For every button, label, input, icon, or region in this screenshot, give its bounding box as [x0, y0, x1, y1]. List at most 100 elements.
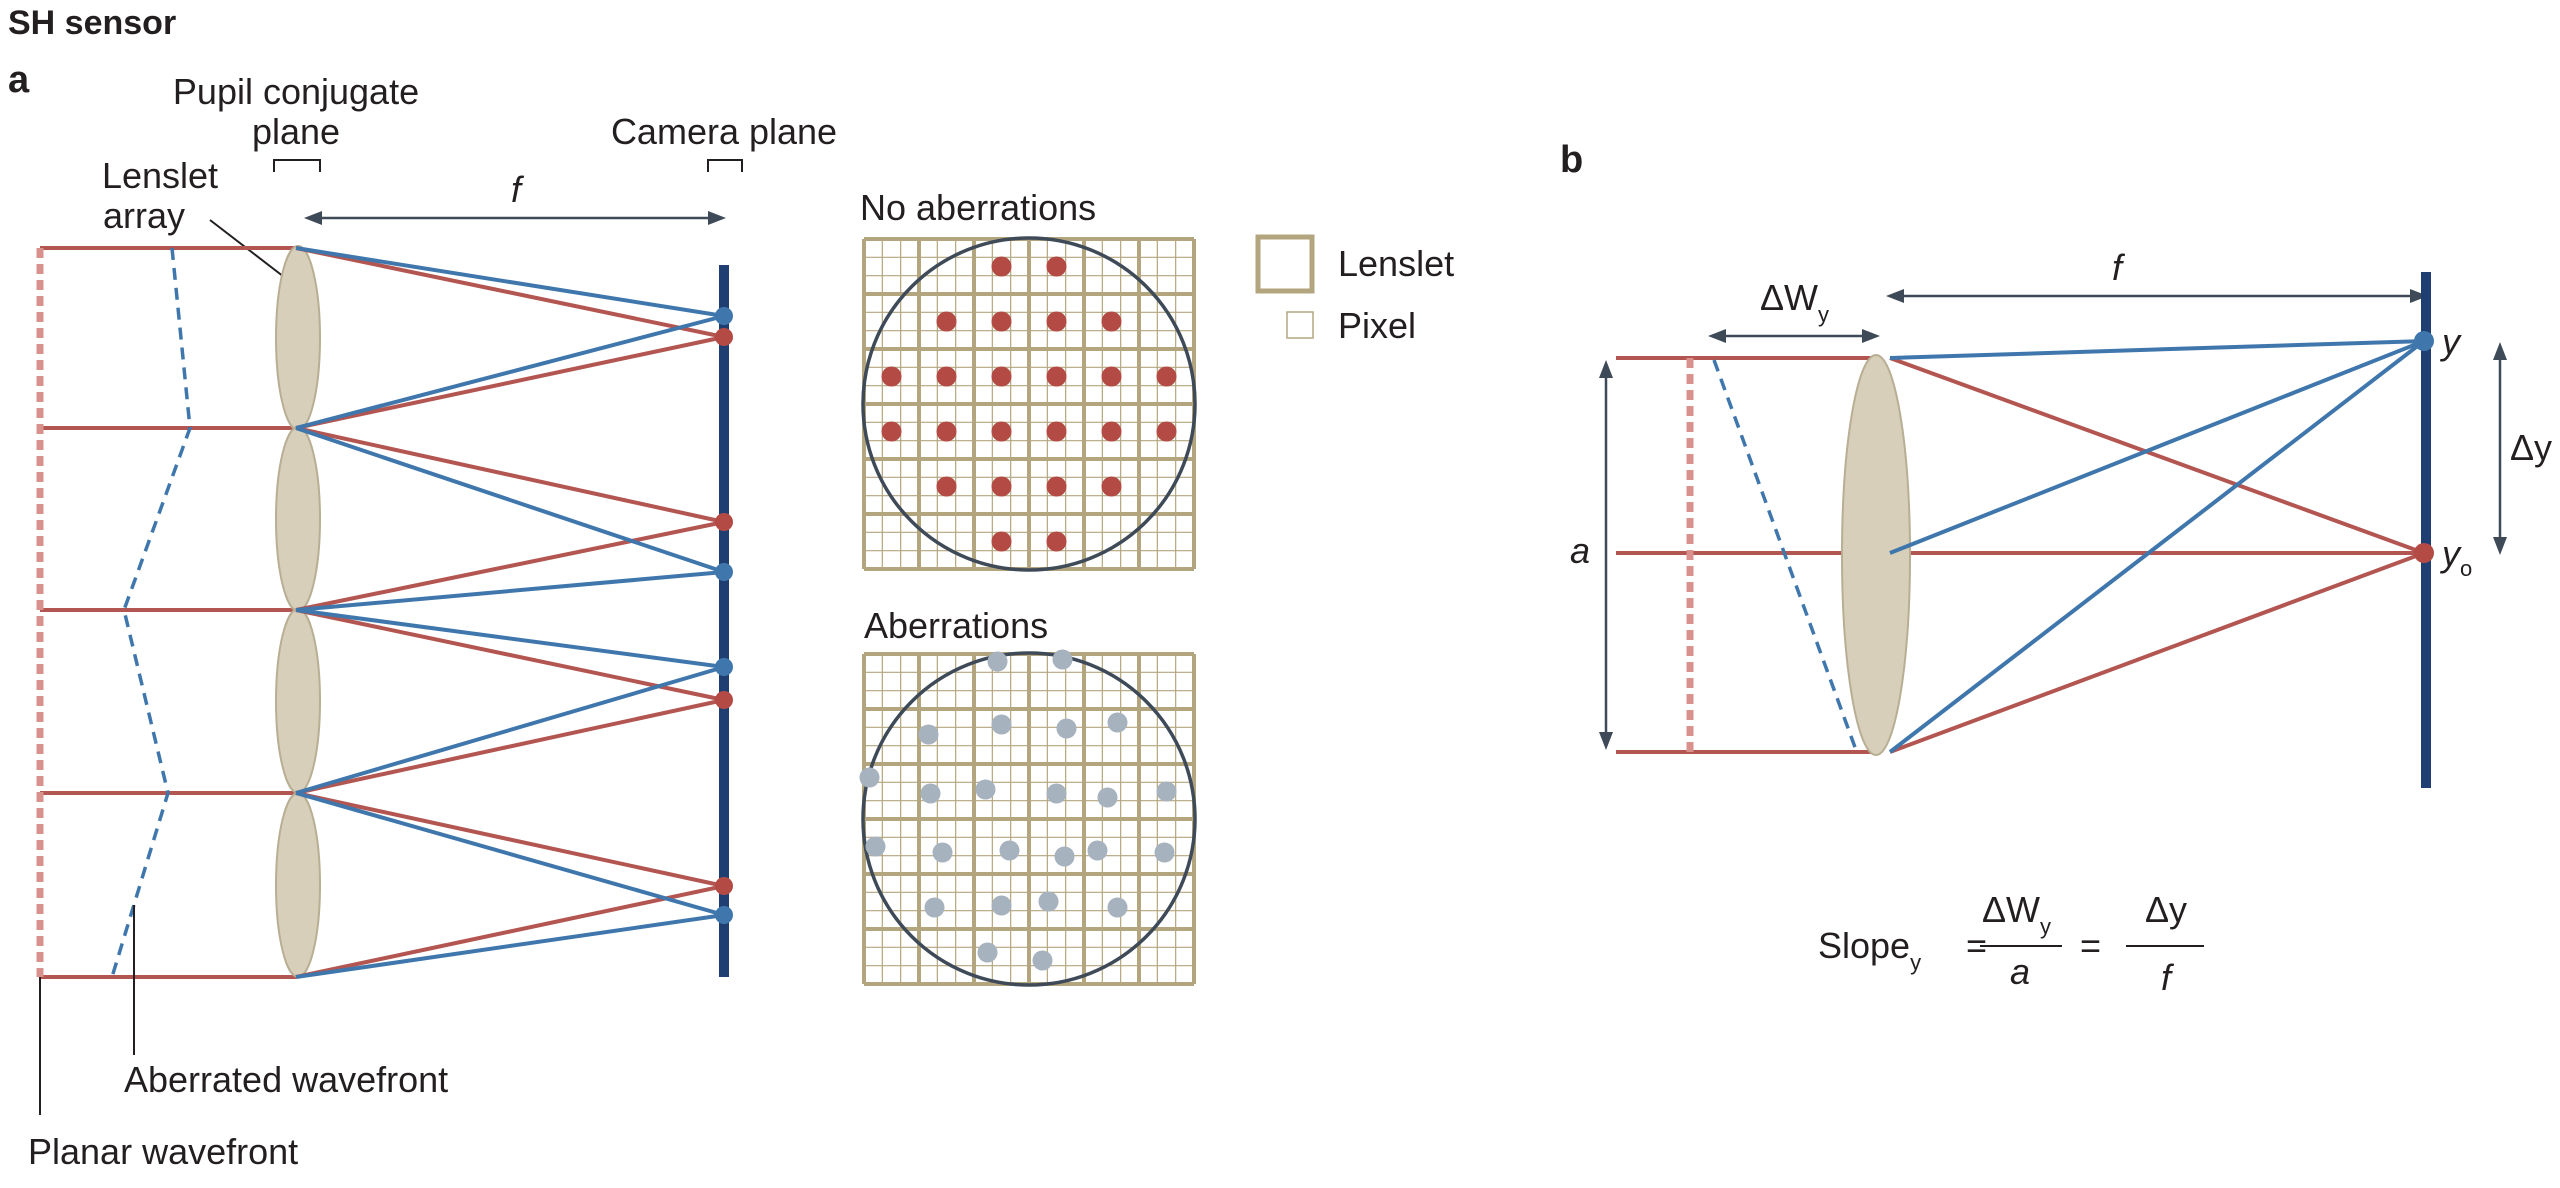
fraction2-denominator: f	[2161, 957, 2175, 998]
spot-grid-aberrations	[859, 649, 1197, 987]
spot	[1032, 950, 1053, 971]
spot	[991, 714, 1012, 735]
spot	[1156, 366, 1177, 387]
lenslet-array	[275, 245, 321, 978]
spot	[918, 724, 939, 745]
legend: Lenslet Pixel	[1255, 234, 1454, 346]
legend-lenslet-swatch	[1255, 234, 1315, 294]
aberrated-wavefront-label: Aberrated wavefront	[124, 1059, 448, 1100]
spot	[881, 421, 902, 442]
delta-w-label: ΔWy	[1760, 277, 1829, 327]
lenslet	[275, 792, 321, 978]
panel-b: b ΔWy f a	[1560, 139, 2552, 998]
delta-y-arrow	[2493, 342, 2507, 555]
spot	[1154, 842, 1175, 863]
panel-a: a Pupil conjugate plane Camera plane Len…	[8, 59, 1454, 1172]
planar-rays-b	[1889, 356, 2425, 754]
delta-y-label: Δy	[2510, 427, 2552, 468]
pupil-circle	[861, 651, 1197, 987]
incoming-rays-b	[1616, 356, 2424, 754]
spot	[991, 311, 1012, 332]
spot	[977, 942, 998, 963]
fraction2-numerator: Δy	[2145, 889, 2187, 930]
pupil-circle	[861, 236, 1197, 572]
focal-spot	[715, 513, 733, 531]
spot	[1046, 311, 1067, 332]
spot	[1087, 840, 1108, 861]
panel-a-label: a	[8, 59, 30, 101]
legend-pixel-label: Pixel	[1338, 305, 1416, 346]
spot	[936, 366, 957, 387]
spot	[920, 783, 941, 804]
focal-length-label-b: f	[2112, 247, 2126, 288]
a-arrow	[1599, 360, 1613, 750]
aberrations-title: Aberrations	[864, 605, 1048, 646]
focal-spot	[715, 307, 733, 325]
spot	[991, 895, 1012, 916]
focal-spot	[715, 563, 733, 581]
focal-spot	[715, 906, 733, 924]
spot	[1101, 476, 1122, 497]
spot	[1056, 718, 1077, 739]
a-label: a	[1570, 530, 1590, 571]
figure-title: SH sensor	[8, 4, 176, 42]
spot	[1046, 476, 1067, 497]
spot	[1052, 649, 1073, 670]
focal-spot	[715, 877, 733, 895]
camera-plane-label: Camera plane	[611, 111, 837, 152]
incoming-rays	[40, 246, 296, 979]
spot	[936, 421, 957, 442]
spot	[1046, 366, 1067, 387]
spot	[1054, 846, 1075, 867]
focal-spot	[715, 691, 733, 709]
spot	[1101, 311, 1122, 332]
spot	[991, 256, 1012, 277]
fraction1-denominator: a	[2010, 951, 2030, 992]
spot	[991, 476, 1012, 497]
spot	[859, 767, 880, 788]
delta-w-arrow	[1708, 329, 1880, 343]
planar-wavefront-label: Planar wavefront	[28, 1131, 298, 1172]
spot	[1156, 421, 1177, 442]
focal-spot	[715, 328, 733, 346]
spot	[987, 651, 1008, 672]
aberrated-wavefront	[110, 247, 192, 978]
spot-y	[2414, 331, 2434, 351]
spot	[991, 421, 1012, 442]
spot	[924, 897, 945, 918]
aberrated-wavefront-b	[1712, 359, 1858, 751]
y-label: y	[2439, 321, 2462, 362]
no-aberrations-title: No aberrations	[860, 187, 1096, 228]
focal-spots-aberrated	[715, 307, 733, 924]
spot	[999, 840, 1020, 861]
pupil-plane-bracket	[273, 159, 321, 172]
spot	[936, 311, 957, 332]
aberrated-focus-rays	[295, 246, 725, 979]
spot	[1156, 781, 1177, 802]
lenslet	[275, 426, 321, 612]
focal-spots-planar	[715, 328, 733, 895]
spot	[936, 476, 957, 497]
pupil-conjugate-label-line2: plane	[252, 111, 340, 152]
focal-length-label-a: f	[511, 169, 525, 210]
focal-spot	[715, 658, 733, 676]
spot	[1046, 783, 1067, 804]
focal-length-arrow-a	[304, 211, 726, 225]
planar-focus-rays	[295, 246, 725, 979]
pupil-conjugate-label-line1: Pupil conjugate	[173, 71, 419, 112]
spot	[932, 842, 953, 863]
spot	[1097, 787, 1118, 808]
panel-b-label: b	[1560, 139, 1583, 181]
spot	[1101, 366, 1122, 387]
aberrated-rays-b	[1888, 339, 2426, 754]
spot-grid-no-aberrations	[861, 236, 1197, 572]
spot	[865, 836, 886, 857]
spot	[1107, 897, 1128, 918]
spot	[1046, 256, 1067, 277]
spot	[1046, 421, 1067, 442]
y0-label: yo	[2439, 533, 2472, 581]
slope-equation: Slopey = ΔWy a = Δy f	[1818, 889, 2204, 998]
camera-plane-bracket	[707, 159, 743, 172]
equals-1: =	[1966, 925, 1987, 966]
lenslet-array-label-line2: array	[103, 195, 185, 236]
